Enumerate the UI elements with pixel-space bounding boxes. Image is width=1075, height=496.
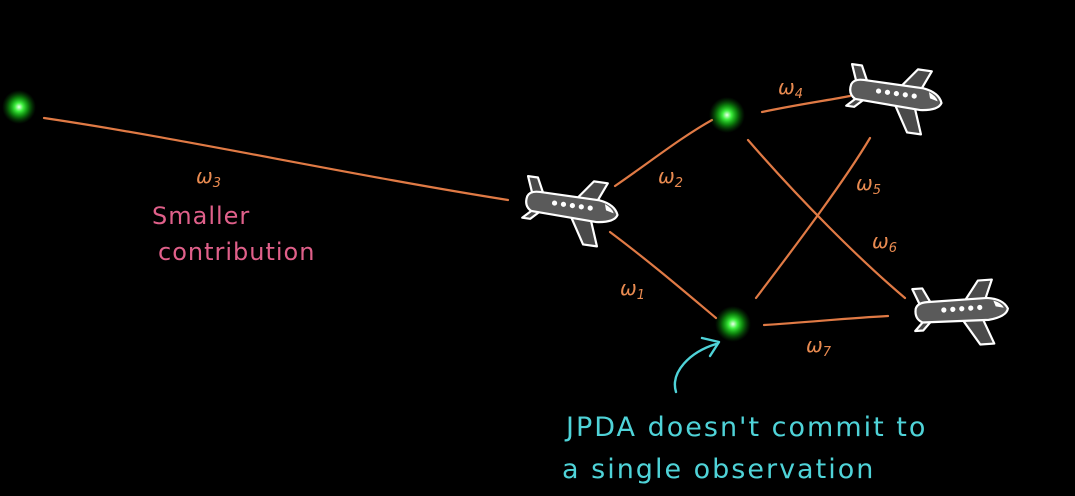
edge-w4 bbox=[760, 94, 852, 114]
pointer-arrow-head bbox=[700, 336, 721, 358]
annotation-jpda-line2: a single observation bbox=[562, 454, 875, 485]
annotation-contribution: contribution bbox=[158, 238, 315, 266]
pointer-arrow bbox=[673, 342, 718, 394]
edge-w2 bbox=[613, 118, 714, 188]
edge-w3 bbox=[42, 116, 510, 202]
observation-dot-top bbox=[709, 97, 745, 133]
label-w4: ω4 bbox=[778, 75, 803, 102]
airplane-icon-bottom-right bbox=[910, 277, 1012, 351]
airplane-icon-center bbox=[518, 171, 623, 250]
airplane-icon-top-right bbox=[842, 59, 947, 138]
annotation-jpda-line1: JPDA doesn't commit to bbox=[564, 412, 927, 443]
observation-dot-far bbox=[2, 90, 36, 124]
annotation-smaller: Smaller bbox=[152, 202, 250, 230]
label-w5: ω5 bbox=[856, 171, 881, 198]
edge-w5 bbox=[754, 136, 872, 300]
edge-w7 bbox=[762, 314, 890, 327]
edge-w6 bbox=[746, 138, 907, 300]
label-w7: ω7 bbox=[806, 333, 832, 360]
label-w3: ω3 bbox=[196, 164, 221, 191]
edge-w1 bbox=[608, 230, 718, 320]
label-w1: ω1 bbox=[620, 276, 645, 303]
label-w6: ω6 bbox=[872, 229, 897, 256]
observation-dot-bottom bbox=[715, 306, 751, 342]
label-w2: ω2 bbox=[658, 164, 683, 191]
